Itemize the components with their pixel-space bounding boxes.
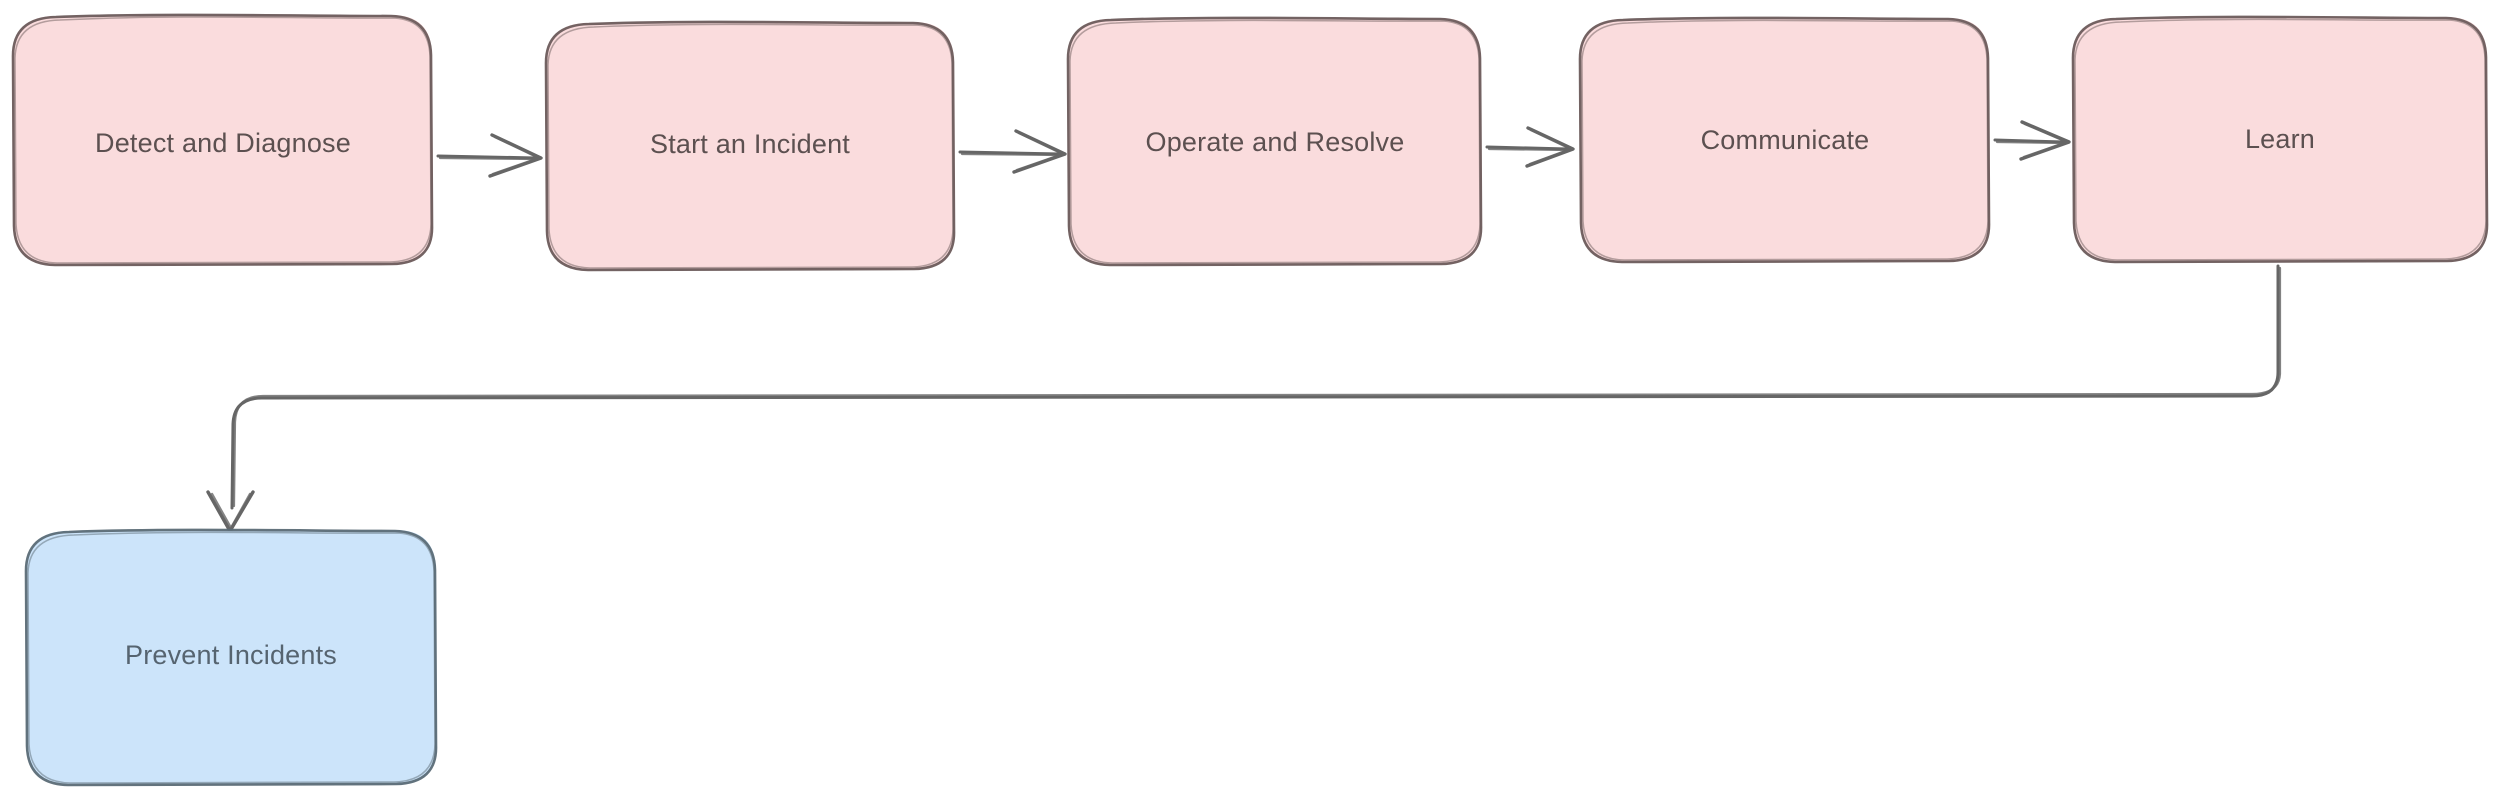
node-label-detect: Detect and Diagnose [95, 128, 351, 158]
node-learn[interactable]: Learn [2071, 15, 2489, 264]
node-operate-and-resolve[interactable]: Operate and Resolve [1066, 16, 1483, 267]
node-start-an-incident[interactable]: Start an Incident [544, 20, 956, 272]
node-label-start: Start an Incident [650, 129, 850, 159]
node-label-prevent: Prevent Incidents [125, 640, 337, 670]
edge-communicate-to-learn [1993, 120, 2071, 161]
node-label-communicate: Communicate [1701, 125, 1870, 155]
node-label-learn: Learn [2245, 124, 2315, 154]
node-label-operate: Operate and Resolve [1146, 127, 1405, 157]
node-communicate[interactable]: Communicate [1578, 16, 1991, 264]
edge-operate-to-communicate [1485, 126, 1575, 168]
node-detect-and-diagnose[interactable]: Detect and Diagnose [11, 13, 434, 267]
edge-start-to-operate [958, 129, 1067, 174]
edge-detect-to-start [436, 133, 543, 178]
node-prevent-incidents[interactable]: Prevent Incidents [24, 528, 438, 787]
edge-learn-to-prevent [206, 264, 2282, 533]
